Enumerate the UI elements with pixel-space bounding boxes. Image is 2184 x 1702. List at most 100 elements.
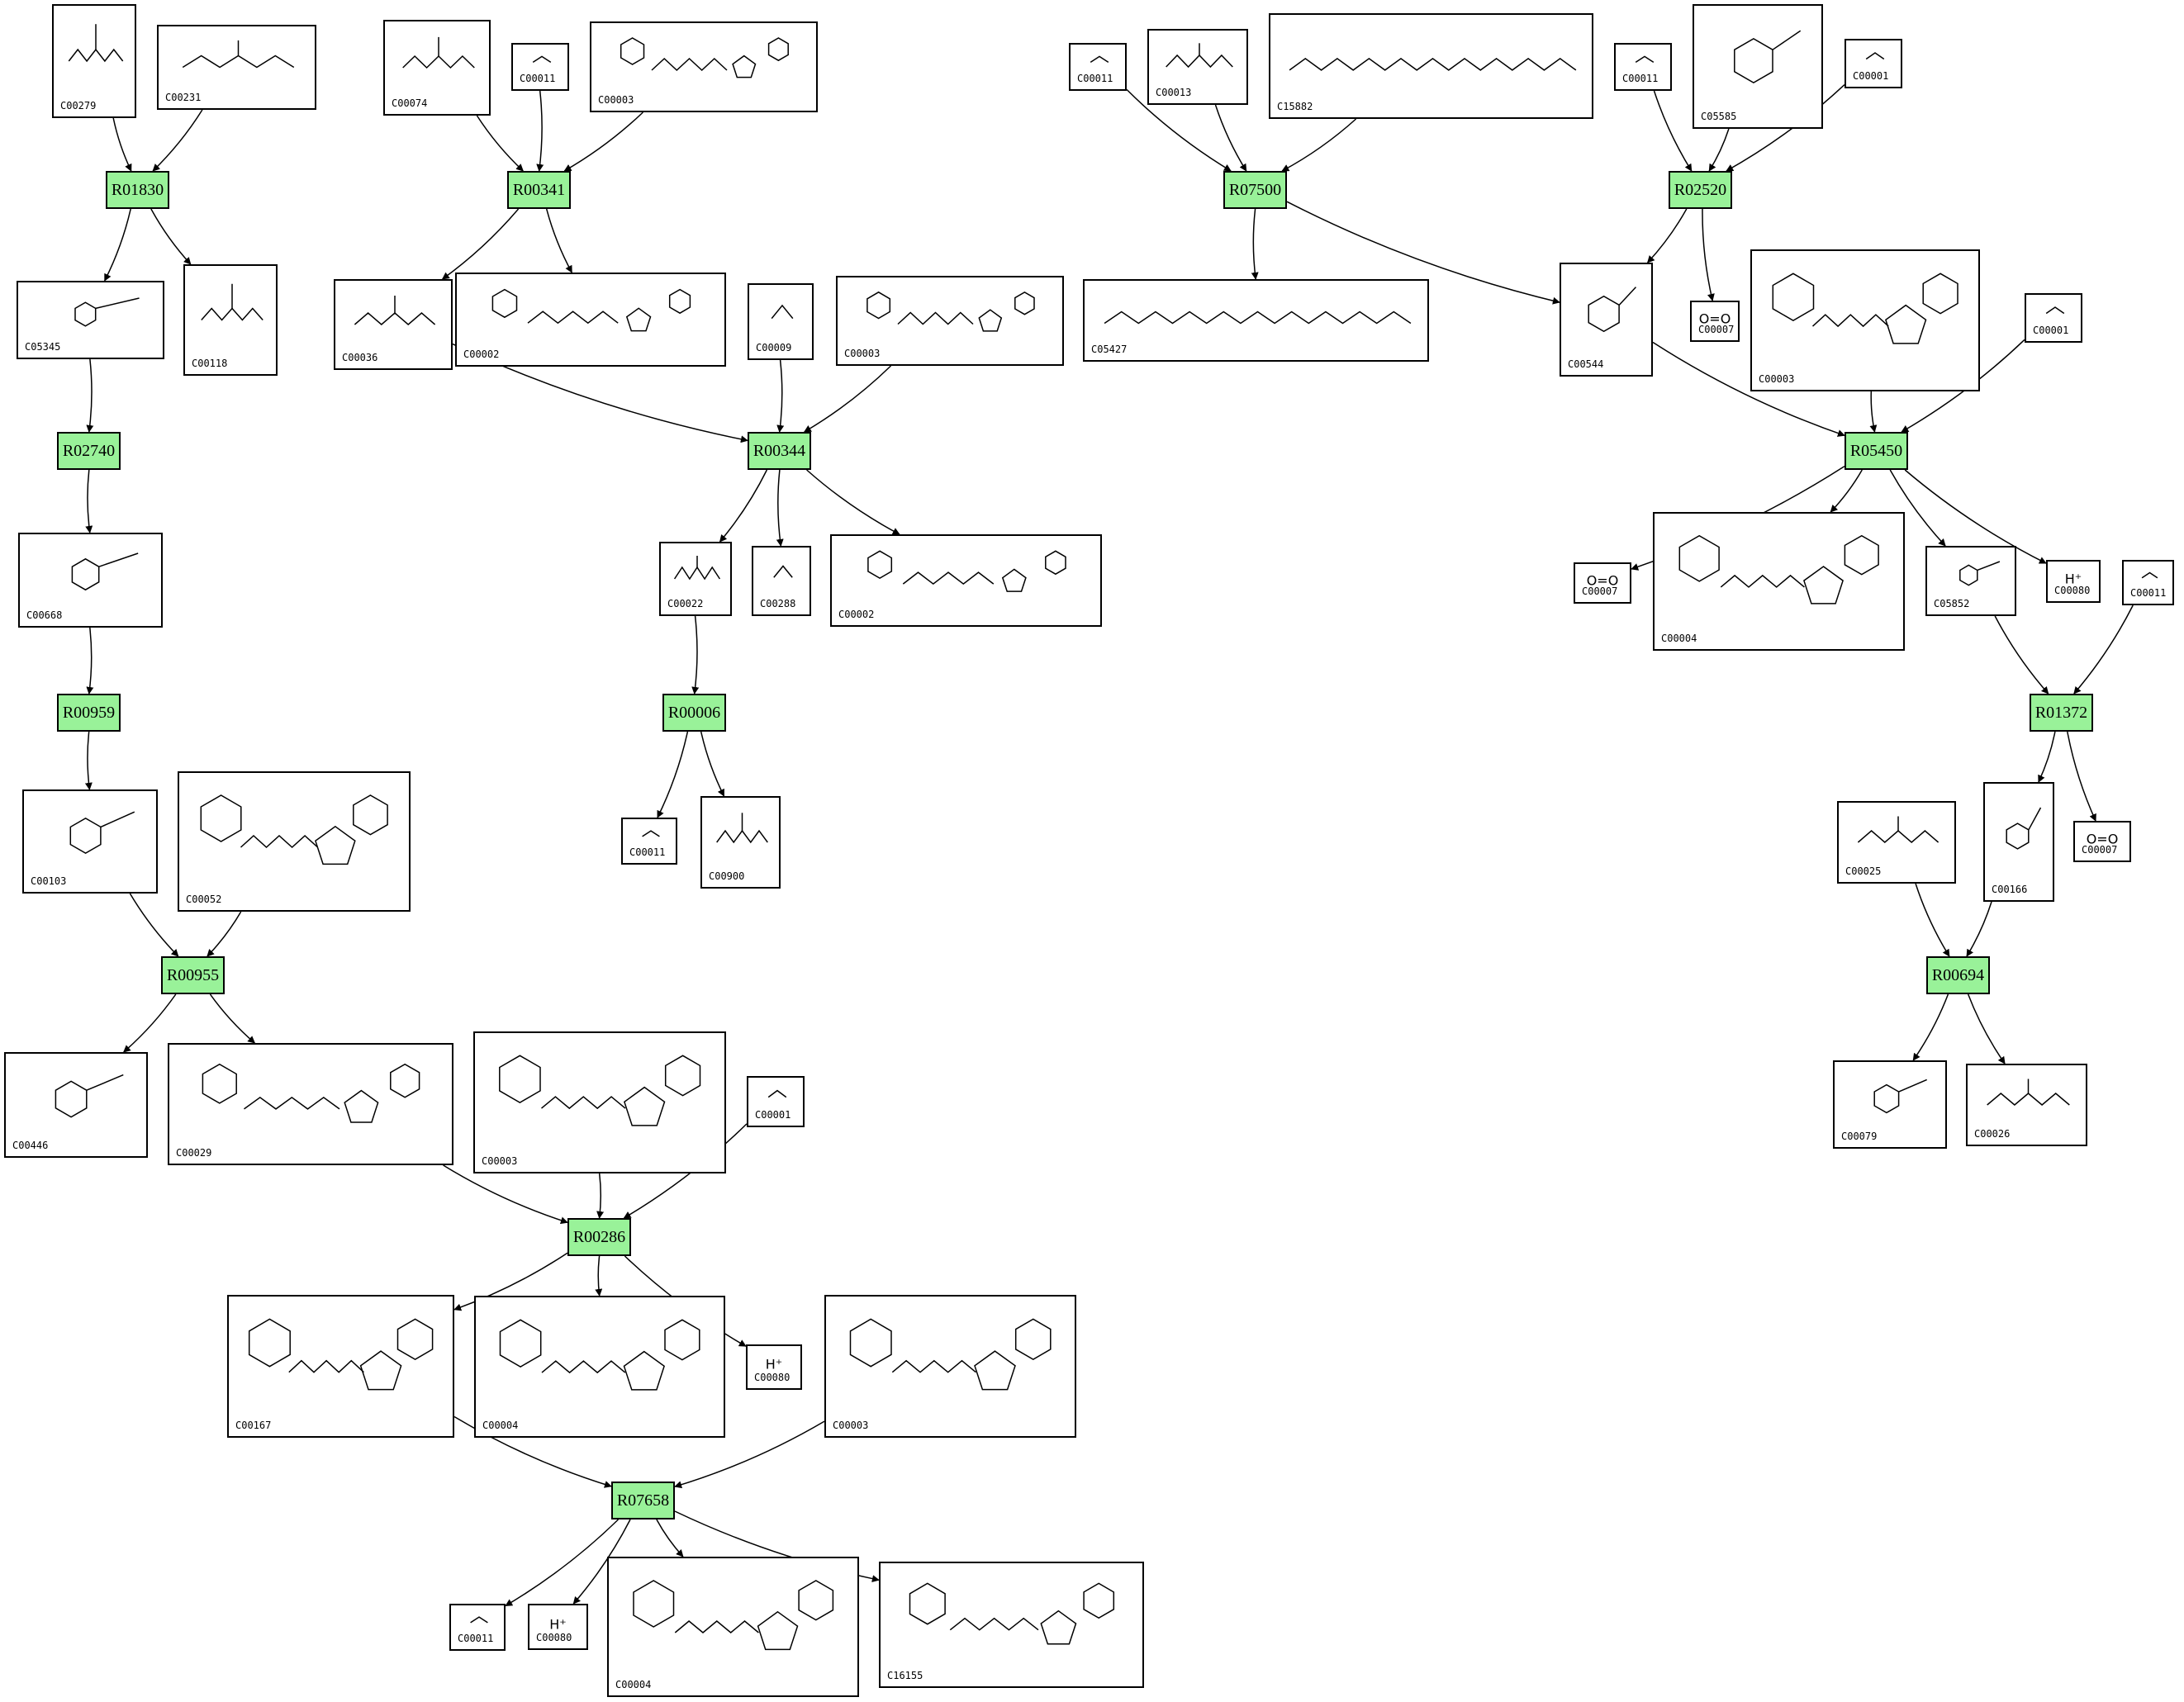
reaction-node[interactable]: R00341 <box>507 171 571 209</box>
compound-c00001a[interactable]: C00001 <box>1845 39 1902 88</box>
compound-c00013[interactable]: C00013 <box>1147 29 1248 105</box>
structure-stroke <box>1001 568 1027 592</box>
compound-c00118[interactable]: C00118 <box>183 264 278 376</box>
compound-c00900[interactable]: C00900 <box>700 796 781 889</box>
compound-formula: O=O <box>1586 572 1619 589</box>
structure-svg <box>1873 1079 1927 1114</box>
compound-c00009[interactable]: C00009 <box>748 283 814 360</box>
compound-c00079[interactable]: C00079 <box>1833 1060 1947 1149</box>
compound-c00011d[interactable]: C00011 <box>2122 560 2174 605</box>
compound-c00003a[interactable]: C00003 <box>590 21 818 112</box>
compound-id-label: C00003 <box>844 348 881 359</box>
compound-c00080c[interactable]: H⁺C00080 <box>528 1604 588 1650</box>
compound-c00004b[interactable]: C00004 <box>474 1296 725 1438</box>
reaction-label: R00959 <box>62 703 116 722</box>
structure-drawing <box>1974 1070 2079 1125</box>
structure-svg <box>200 794 388 865</box>
structure-svg <box>1166 43 1233 69</box>
reaction-node[interactable]: R00955 <box>161 956 225 994</box>
compound-c00022[interactable]: C00022 <box>659 542 732 616</box>
compound-formula: H⁺ <box>549 1616 567 1633</box>
compound-c00011c[interactable]: C00011 <box>1614 43 1672 91</box>
compound-id-label: C00001 <box>2033 325 2069 336</box>
compound-c00080b[interactable]: H⁺C00080 <box>746 1344 802 1390</box>
compound-c00011b[interactable]: C00011 <box>1069 43 1127 91</box>
compound-c00001b[interactable]: C00001 <box>2025 293 2082 343</box>
compound-c00446[interactable]: C00446 <box>4 1052 148 1158</box>
compound-c00052[interactable]: C00052 <box>178 771 411 912</box>
compound-id-label: C05585 <box>1701 111 1737 122</box>
compound-c00002a[interactable]: C00002 <box>455 273 726 367</box>
structure-stroke <box>673 566 721 581</box>
compound-c00668[interactable]: C00668 <box>18 533 163 628</box>
compound-c00003e[interactable]: C00003 <box>824 1295 1076 1438</box>
reaction-edge <box>86 358 94 433</box>
compound-c00167[interactable]: C00167 <box>227 1295 454 1438</box>
compound-c00004a[interactable]: C00004 <box>1653 512 1905 651</box>
compound-id-label: C00279 <box>60 100 97 111</box>
reaction-node[interactable]: R00006 <box>662 694 726 732</box>
reaction-edge <box>152 109 203 172</box>
compound-c05427[interactable]: C05427 <box>1083 279 1429 362</box>
structure-stroke <box>95 297 140 310</box>
reaction-edge <box>1830 469 1863 513</box>
compound-c00011f[interactable]: C00011 <box>449 1604 506 1651</box>
compound-c00080a[interactable]: H⁺C00080 <box>2046 560 2101 603</box>
reaction-node[interactable]: R01830 <box>106 171 169 209</box>
compound-c00002b[interactable]: C00002 <box>830 534 1102 627</box>
reaction-node[interactable]: R00959 <box>57 694 121 732</box>
compound-c05852[interactable]: C05852 <box>1925 546 2016 616</box>
compound-c00026[interactable]: C00026 <box>1966 1064 2087 1146</box>
compound-c00001c[interactable]: C00001 <box>747 1076 805 1127</box>
compound-c00011e[interactable]: C00011 <box>621 818 677 865</box>
structure-drawing <box>26 539 154 606</box>
reaction-node[interactable]: R07658 <box>611 1482 675 1519</box>
compound-c00003b[interactable]: C00003 <box>836 276 1064 366</box>
compound-id-label: C00011 <box>520 73 556 84</box>
compound-c00003c[interactable]: C00003 <box>1750 249 1980 391</box>
compound-c00288[interactable]: C00288 <box>752 546 811 616</box>
structure-drawing <box>1853 45 1894 67</box>
compound-c00025[interactable]: C00025 <box>1837 801 1956 884</box>
compound-c05585[interactable]: C05585 <box>1693 4 1823 129</box>
compound-c00011a[interactable]: C00011 <box>511 43 569 91</box>
compound-c00004c[interactable]: C00004 <box>607 1557 859 1697</box>
compound-c00166[interactable]: C00166 <box>1983 782 2054 902</box>
structure-stroke <box>1635 55 1655 64</box>
reaction-node[interactable]: R02520 <box>1669 171 1732 209</box>
structure-drawing <box>887 1568 1136 1666</box>
reaction-node[interactable]: R00694 <box>1926 956 1990 994</box>
compound-c00029[interactable]: C00029 <box>168 1043 453 1165</box>
compound-c00103[interactable]: C00103 <box>22 789 158 894</box>
reaction-edge <box>572 1519 631 1605</box>
structure-stroke <box>402 55 475 69</box>
reaction-edge <box>1281 118 1357 172</box>
compound-c16155[interactable]: C16155 <box>879 1562 1144 1688</box>
reaction-node[interactable]: R01372 <box>2030 694 2093 732</box>
compound-c00231[interactable]: C00231 <box>157 25 316 110</box>
compound-c15882[interactable]: C15882 <box>1269 13 1593 119</box>
structure-stroke <box>1857 830 1939 843</box>
reaction-edge <box>505 1519 620 1607</box>
reaction-node[interactable]: R00344 <box>748 432 811 470</box>
reaction-node[interactable]: R07500 <box>1223 171 1287 209</box>
reaction-edge <box>1994 615 2049 695</box>
reaction-node[interactable]: R00286 <box>567 1218 631 1256</box>
compound-c00544[interactable]: C00544 <box>1560 263 1653 377</box>
compound-c00003d[interactable]: C00003 <box>473 1031 726 1173</box>
compound-c00279[interactable]: C00279 <box>52 4 136 118</box>
compound-c05345[interactable]: C05345 <box>17 281 164 359</box>
structure-svg <box>470 1616 488 1624</box>
structure-stroke <box>1289 57 1577 71</box>
structure-stroke <box>623 1350 665 1391</box>
reaction-node[interactable]: R02740 <box>57 432 121 470</box>
structure-drawing <box>458 1610 497 1629</box>
compound-c00074[interactable]: C00074 <box>383 20 491 116</box>
compound-c00036[interactable]: C00036 <box>334 279 453 370</box>
structure-stroke <box>541 1360 626 1374</box>
reaction-node[interactable]: R05450 <box>1845 432 1908 470</box>
reaction-edge <box>85 469 93 533</box>
